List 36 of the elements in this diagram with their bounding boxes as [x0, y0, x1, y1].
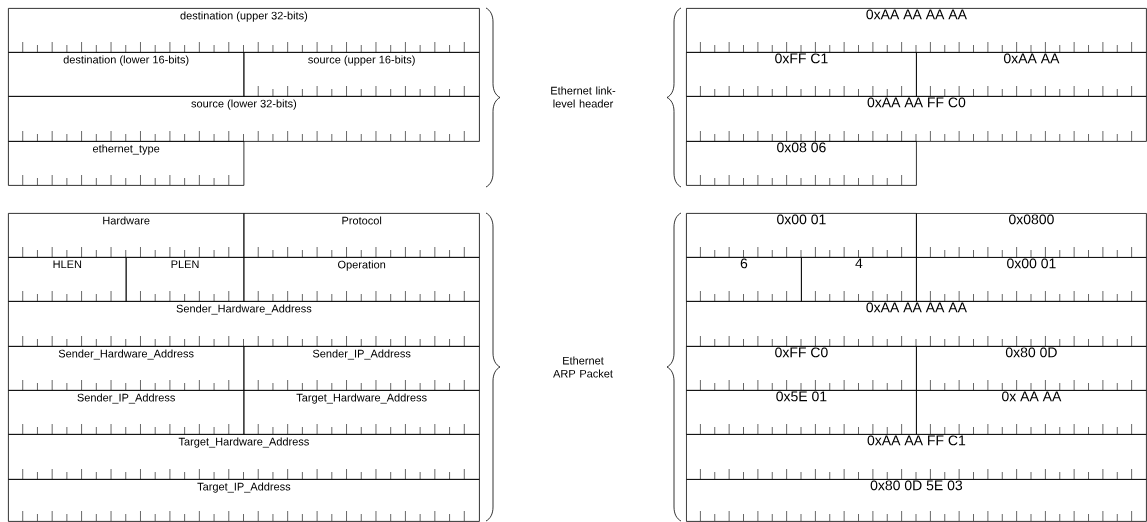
field-cell: 0xAA AA FF C0: [686, 96, 1147, 142]
field-cell: 0xAA AA AA AA: [686, 301, 1147, 347]
field-cell: 0xFF C1: [686, 52, 917, 97]
field-cell: Sender_Hardware_Address: [8, 346, 245, 391]
field-cell: 0x0800: [916, 213, 1147, 258]
field-cell: destination (lower 16-bits): [8, 52, 245, 97]
field-cell: Sender_IP_Address: [8, 390, 245, 435]
field-cell: Protocol: [243, 213, 480, 258]
field-cell: 0x5E 01: [686, 390, 917, 435]
field-cell: 0xAA AA: [916, 52, 1147, 97]
field-cell: 0x00 01: [916, 257, 1147, 302]
field-cell: destination (upper 32-bits): [8, 8, 480, 53]
field-cell: 0x AA AA: [916, 390, 1147, 435]
field-cell: Hardware: [8, 213, 245, 258]
field-cell: Target_IP_Address: [8, 479, 480, 522]
field-cell: Sender_Hardware_Address: [8, 301, 480, 347]
field-cell: source (lower 32-bits): [8, 96, 480, 142]
field-cell: 0x00 01: [686, 213, 917, 258]
field-cell: Operation: [243, 257, 480, 302]
field-cell: 0x80 0D: [916, 346, 1147, 391]
field-cell: 0x08 06: [686, 141, 917, 186]
brace-label: Ethernet link-level header: [551, 86, 616, 108]
field-cell: 0xFF C0: [686, 346, 917, 391]
field-cell: 6: [686, 257, 802, 302]
field-cell: ethernet_type: [8, 141, 245, 186]
field-cell: source (upper 16-bits): [243, 52, 480, 97]
field-cell: Sender_IP_Address: [243, 346, 480, 391]
field-cell: 0xAA AA FF C1: [686, 434, 1147, 480]
field-cell: HLEN: [8, 257, 127, 302]
brace-label: Ethernet ARP Packet: [553, 356, 613, 378]
field-cell: 4: [801, 257, 917, 302]
field-cell: Target_Hardware_Address: [8, 434, 480, 480]
field-cell: Target_Hardware_Address: [243, 390, 480, 435]
field-cell: PLEN: [125, 257, 245, 302]
field-cell: 0x80 0D 5E 03: [686, 479, 1147, 522]
field-cell: 0xAA AA AA AA: [686, 8, 1147, 53]
